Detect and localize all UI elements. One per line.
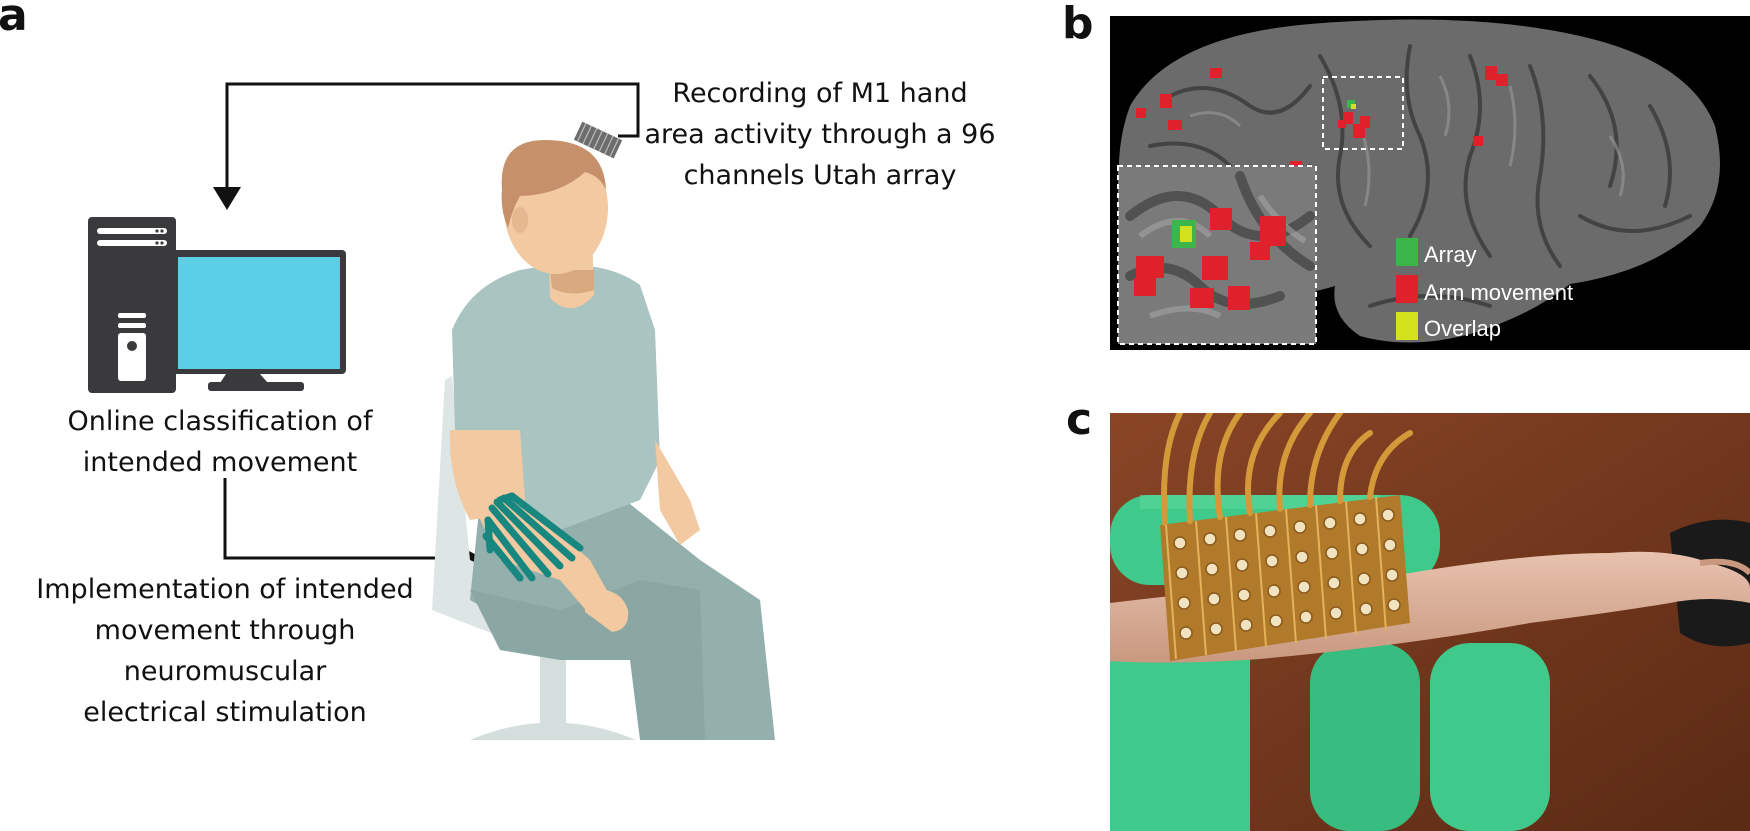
stimulation-arrow — [223, 478, 462, 560]
mri-legend: Array Arm movement Overlap — [1396, 238, 1573, 341]
panel-a-illustration — [88, 82, 775, 740]
legend-swatch-array — [1396, 238, 1418, 266]
implementation-caption-line-1: Implementation of intended — [36, 574, 414, 605]
computer-icon — [88, 217, 346, 393]
feedback-arrow — [225, 82, 640, 190]
classification-caption: Online classification of intended moveme… — [40, 401, 400, 483]
panel-label-b: b — [1062, 0, 1094, 49]
implementation-caption-line-2: movement through neuromuscular — [94, 615, 356, 687]
utah-array-icon — [573, 121, 623, 159]
legend-swatch-arm-movement — [1396, 275, 1418, 303]
legend-swatch-overlap — [1396, 312, 1418, 340]
foam-support-middle — [1310, 643, 1420, 831]
seated-person-icon — [449, 140, 775, 740]
neuromuscular-sleeve-photo — [1110, 413, 1750, 831]
brain-mri-image: Array Arm movement Overlap — [1110, 16, 1750, 350]
recording-caption-line-3: channels Utah array — [683, 160, 957, 191]
classification-caption-line-1: Online classification of — [67, 406, 373, 437]
array-site-box — [1322, 76, 1404, 150]
panel-label-a: a — [0, 0, 28, 41]
chair-icon — [432, 376, 636, 740]
electrode-sleeve — [1160, 495, 1410, 661]
foam-support-right — [1430, 643, 1550, 831]
overlap-site-marker — [1351, 104, 1356, 109]
implementation-caption-line-3: electrical stimulation — [83, 697, 367, 728]
foam-support-left — [1110, 653, 1250, 831]
electrode-pads — [1173, 508, 1401, 640]
zoomed-inset — [1117, 165, 1317, 345]
electrode-strips — [1165, 496, 1387, 660]
ribbon-cables — [1161, 413, 1413, 526]
recording-caption-line-2: area activity through a 96 — [644, 119, 996, 150]
legend-label-array: Array — [1424, 242, 1477, 267]
arrowhead-down-icon — [213, 187, 241, 210]
classification-caption-line-2: intended movement — [82, 447, 358, 478]
electrode-sleeve-icon — [482, 492, 584, 582]
legend-label-overlap: Overlap — [1424, 316, 1501, 341]
recording-caption: Recording of M1 hand area activity throu… — [640, 73, 1000, 196]
implementation-caption: Implementation of intended movement thro… — [0, 569, 450, 733]
recording-caption-line-1: Recording of M1 hand — [672, 78, 968, 109]
panel-label-c: c — [1066, 394, 1093, 445]
legend-label-arm-movement: Arm movement — [1424, 280, 1573, 305]
